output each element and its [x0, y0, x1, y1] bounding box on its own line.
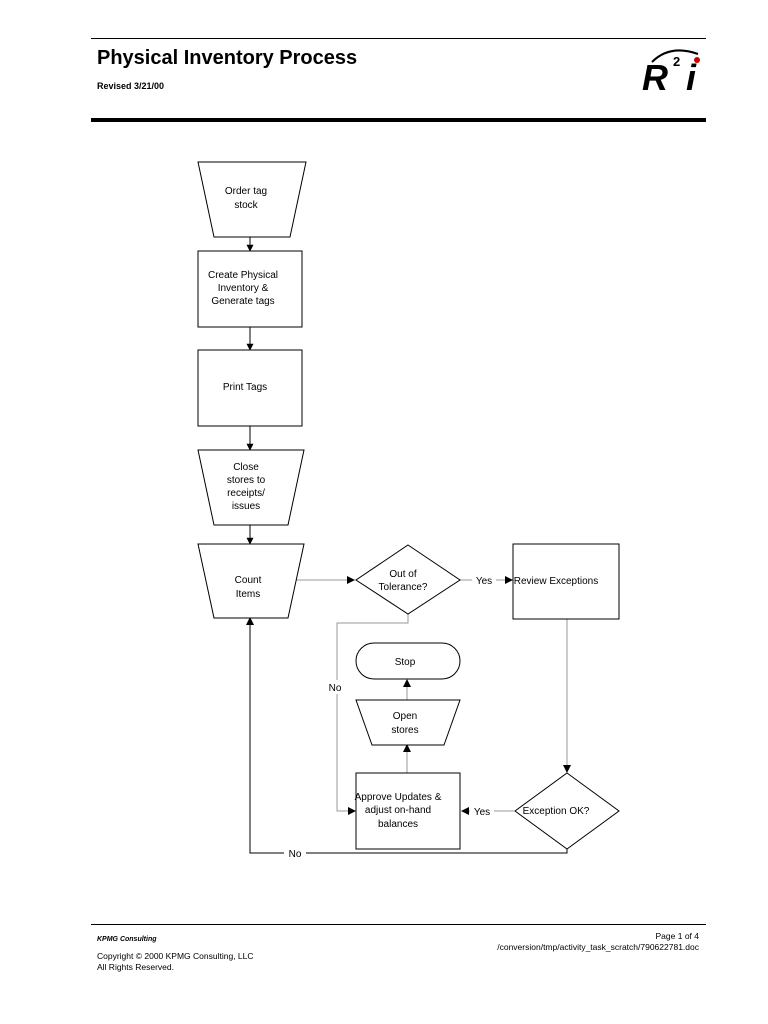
open-line1: Open [393, 711, 417, 722]
copyright-line2: All Rights Reserved. [97, 962, 175, 972]
approve-line2: adjust on-hand [365, 805, 431, 816]
order-tag-line1: Order tag [225, 186, 267, 197]
close-line3: receipts/ [227, 488, 265, 499]
node-stop [355, 642, 461, 680]
create-line2: Inventory & [218, 283, 269, 294]
node-count-items [197, 543, 305, 619]
order-tag-line2: stock [234, 200, 258, 211]
tolerance-line2: Tolerance? [379, 582, 428, 593]
tolerance-line1: Out of [389, 569, 416, 580]
footer-page-info: Page 1 of 4 /conversion/tmp/activity_tas… [497, 931, 699, 953]
node-print-tags [197, 349, 303, 427]
count-line1: Count [235, 575, 262, 586]
no-exception-label: No [289, 849, 302, 860]
header-bottom-rule [91, 118, 706, 122]
close-line2: stores to [227, 475, 266, 486]
header-top-rule [91, 38, 706, 39]
footer-copyright: Copyright © 2000 KPMG Consulting, LLC Al… [97, 951, 254, 973]
create-line1: Create Physical [208, 270, 278, 281]
open-line2: stores [391, 725, 418, 736]
yes-tolerance-label: Yes [476, 576, 492, 587]
approve-line3: balances [378, 819, 418, 830]
approve-line1: Approve Updates & [355, 792, 442, 803]
node-create-physical-inventory [197, 250, 303, 328]
node-approve-updates [355, 772, 461, 850]
close-line1: Close [233, 462, 259, 473]
copyright-line1: Copyright © 2000 KPMG Consulting, LLC [97, 951, 254, 961]
count-line2: Items [236, 589, 260, 600]
yes-exception-label: Yes [474, 807, 490, 818]
node-close-stores [197, 449, 305, 526]
svg-text:2: 2 [673, 54, 680, 69]
create-line3: Generate tags [211, 296, 274, 307]
review-exceptions-label: Review Exceptions [514, 576, 598, 587]
node-out-of-tolerance [355, 544, 461, 615]
node-exception-ok [514, 772, 620, 850]
r2i-logo: R 2 i [642, 49, 700, 96]
stop-label: Stop [395, 657, 416, 668]
page-number: Page 1 of 4 [655, 931, 699, 941]
footer-rule [91, 924, 706, 925]
no-tolerance-label: No [329, 683, 342, 694]
footer-company: KPMG Consulting [97, 936, 157, 943]
document-title: Physical Inventory Process [97, 47, 358, 69]
close-line4: issues [232, 501, 260, 512]
print-tags-label: Print Tags [223, 382, 267, 393]
document-path: /conversion/tmp/activity_task_scratch/79… [497, 942, 699, 952]
node-open-stores [355, 699, 461, 746]
node-review-exceptions [512, 543, 620, 620]
node-order-tag-stock [197, 161, 307, 238]
svg-text:R: R [642, 57, 668, 96]
svg-text:i: i [686, 57, 697, 96]
exception-ok-label: Exception OK? [523, 806, 590, 817]
revised-date: Revised 3/21/00 [97, 81, 165, 91]
